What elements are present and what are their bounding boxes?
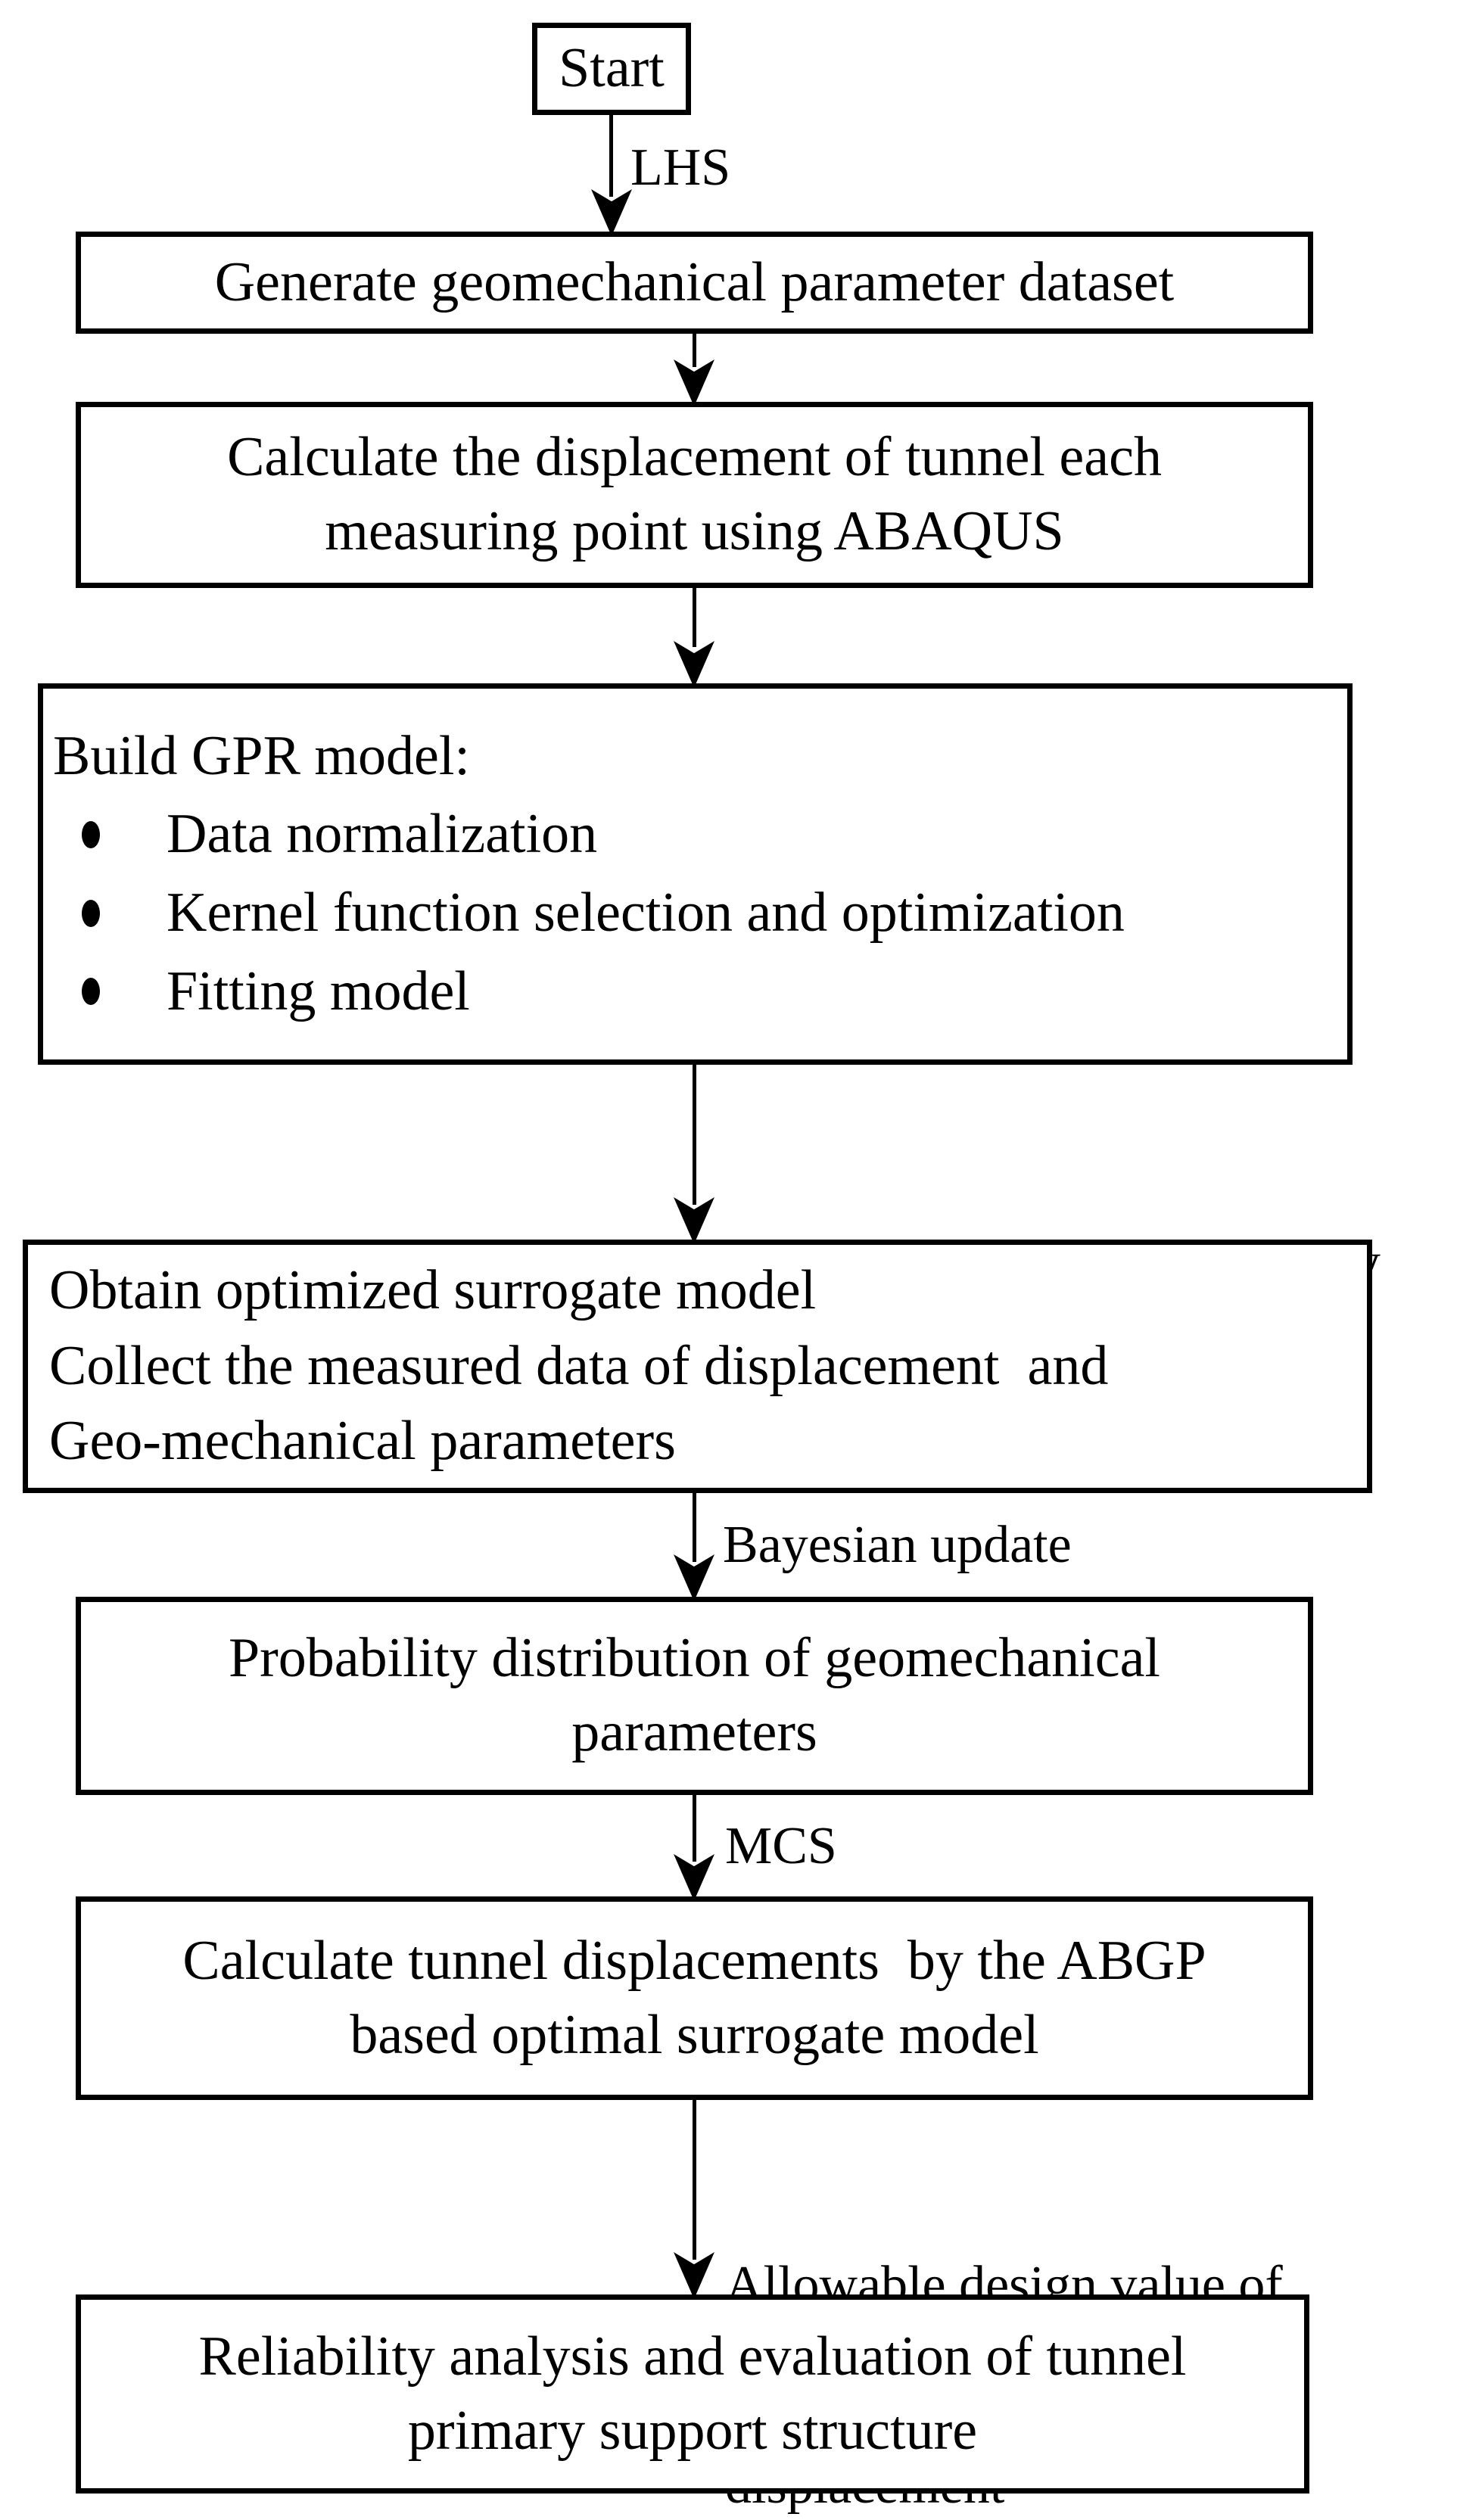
box-text-line: parameters [571, 1701, 817, 1763]
arrow-line-generate-abaqus [693, 334, 696, 367]
start-label: Start [559, 37, 665, 100]
start-node: Start [532, 23, 691, 115]
box-text-line: Geo-mechanical parameters [49, 1410, 676, 1473]
arrow-line-abaqus-gpr [693, 588, 696, 647]
process-box-calculate-abgp: Calculate tunnel displacements by the AB… [76, 1896, 1313, 2100]
box-text-line: Obtain optimized surrogate model [49, 1258, 817, 1321]
process-box-surrogate-collect: Obtain optimized surrogate model Collect… [23, 1240, 1372, 1493]
gpr-bullet-item: Fitting model [82, 953, 1125, 1031]
gpr-bullet-item: Data normalization [82, 795, 1125, 874]
gpr-bullet-text: Kernel function selection and optimizati… [167, 882, 1125, 944]
gpr-title: Build GPR model: [53, 724, 470, 787]
arrowhead-icon [674, 641, 714, 688]
box-text-line: Calculate tunnel displacements by the AB… [182, 1929, 1206, 1992]
box-text-line: Calculate the displacement of tunnel eac… [227, 426, 1162, 489]
process-box-generate-dataset: Generate geomechanical parameter dataset [76, 232, 1313, 334]
gpr-bullet-item: Kernel function selection and optimizati… [82, 874, 1125, 953]
box-text-line: Reliability analysis and evaluation of t… [198, 2325, 1187, 2388]
arrow-line-surrogate-probability [693, 1493, 696, 1562]
box-text-line: Generate geomechanical parameter dataset [214, 250, 1175, 313]
gpr-bullet-text: Fitting model [167, 960, 470, 1022]
edge-label-lhs: LHS [630, 138, 731, 197]
box-text-line: primary support structure [407, 2399, 978, 2462]
bullet-icon [82, 899, 100, 927]
arrow-line-start-generate [609, 115, 613, 197]
process-box-reliability-analysis: Reliability analysis and evaluation of t… [76, 2294, 1309, 2494]
arrow-line-abgp-reliability [693, 2100, 696, 2260]
box-text-line: based optimal surrogate model [350, 2003, 1039, 2066]
process-box-build-gpr-model: Build GPR model: Data normalization Kern… [38, 683, 1353, 1065]
bullet-icon [82, 821, 100, 849]
gpr-bullet-text: Data normalization [167, 803, 598, 866]
box-text-line: Collect the measured data of displacemen… [49, 1334, 1109, 1397]
box-text-line: measuring point using ABAQUS [325, 500, 1064, 562]
edge-label-mcs: MCS [725, 1817, 837, 1875]
process-box-calculate-abaqus: Calculate the displacement of tunnel eac… [76, 402, 1313, 588]
arrow-line-gpr-surrogate [693, 1065, 696, 1205]
box-text-line: Probability distribution of geomechanica… [228, 1627, 1160, 1690]
edge-label-bayesian: Bayesian update [723, 1516, 1072, 1574]
bullet-icon [82, 978, 100, 1006]
process-box-probability-distribution: Probability distribution of geomechanica… [76, 1597, 1313, 1795]
arrow-line-probability-abgp [693, 1795, 696, 1862]
